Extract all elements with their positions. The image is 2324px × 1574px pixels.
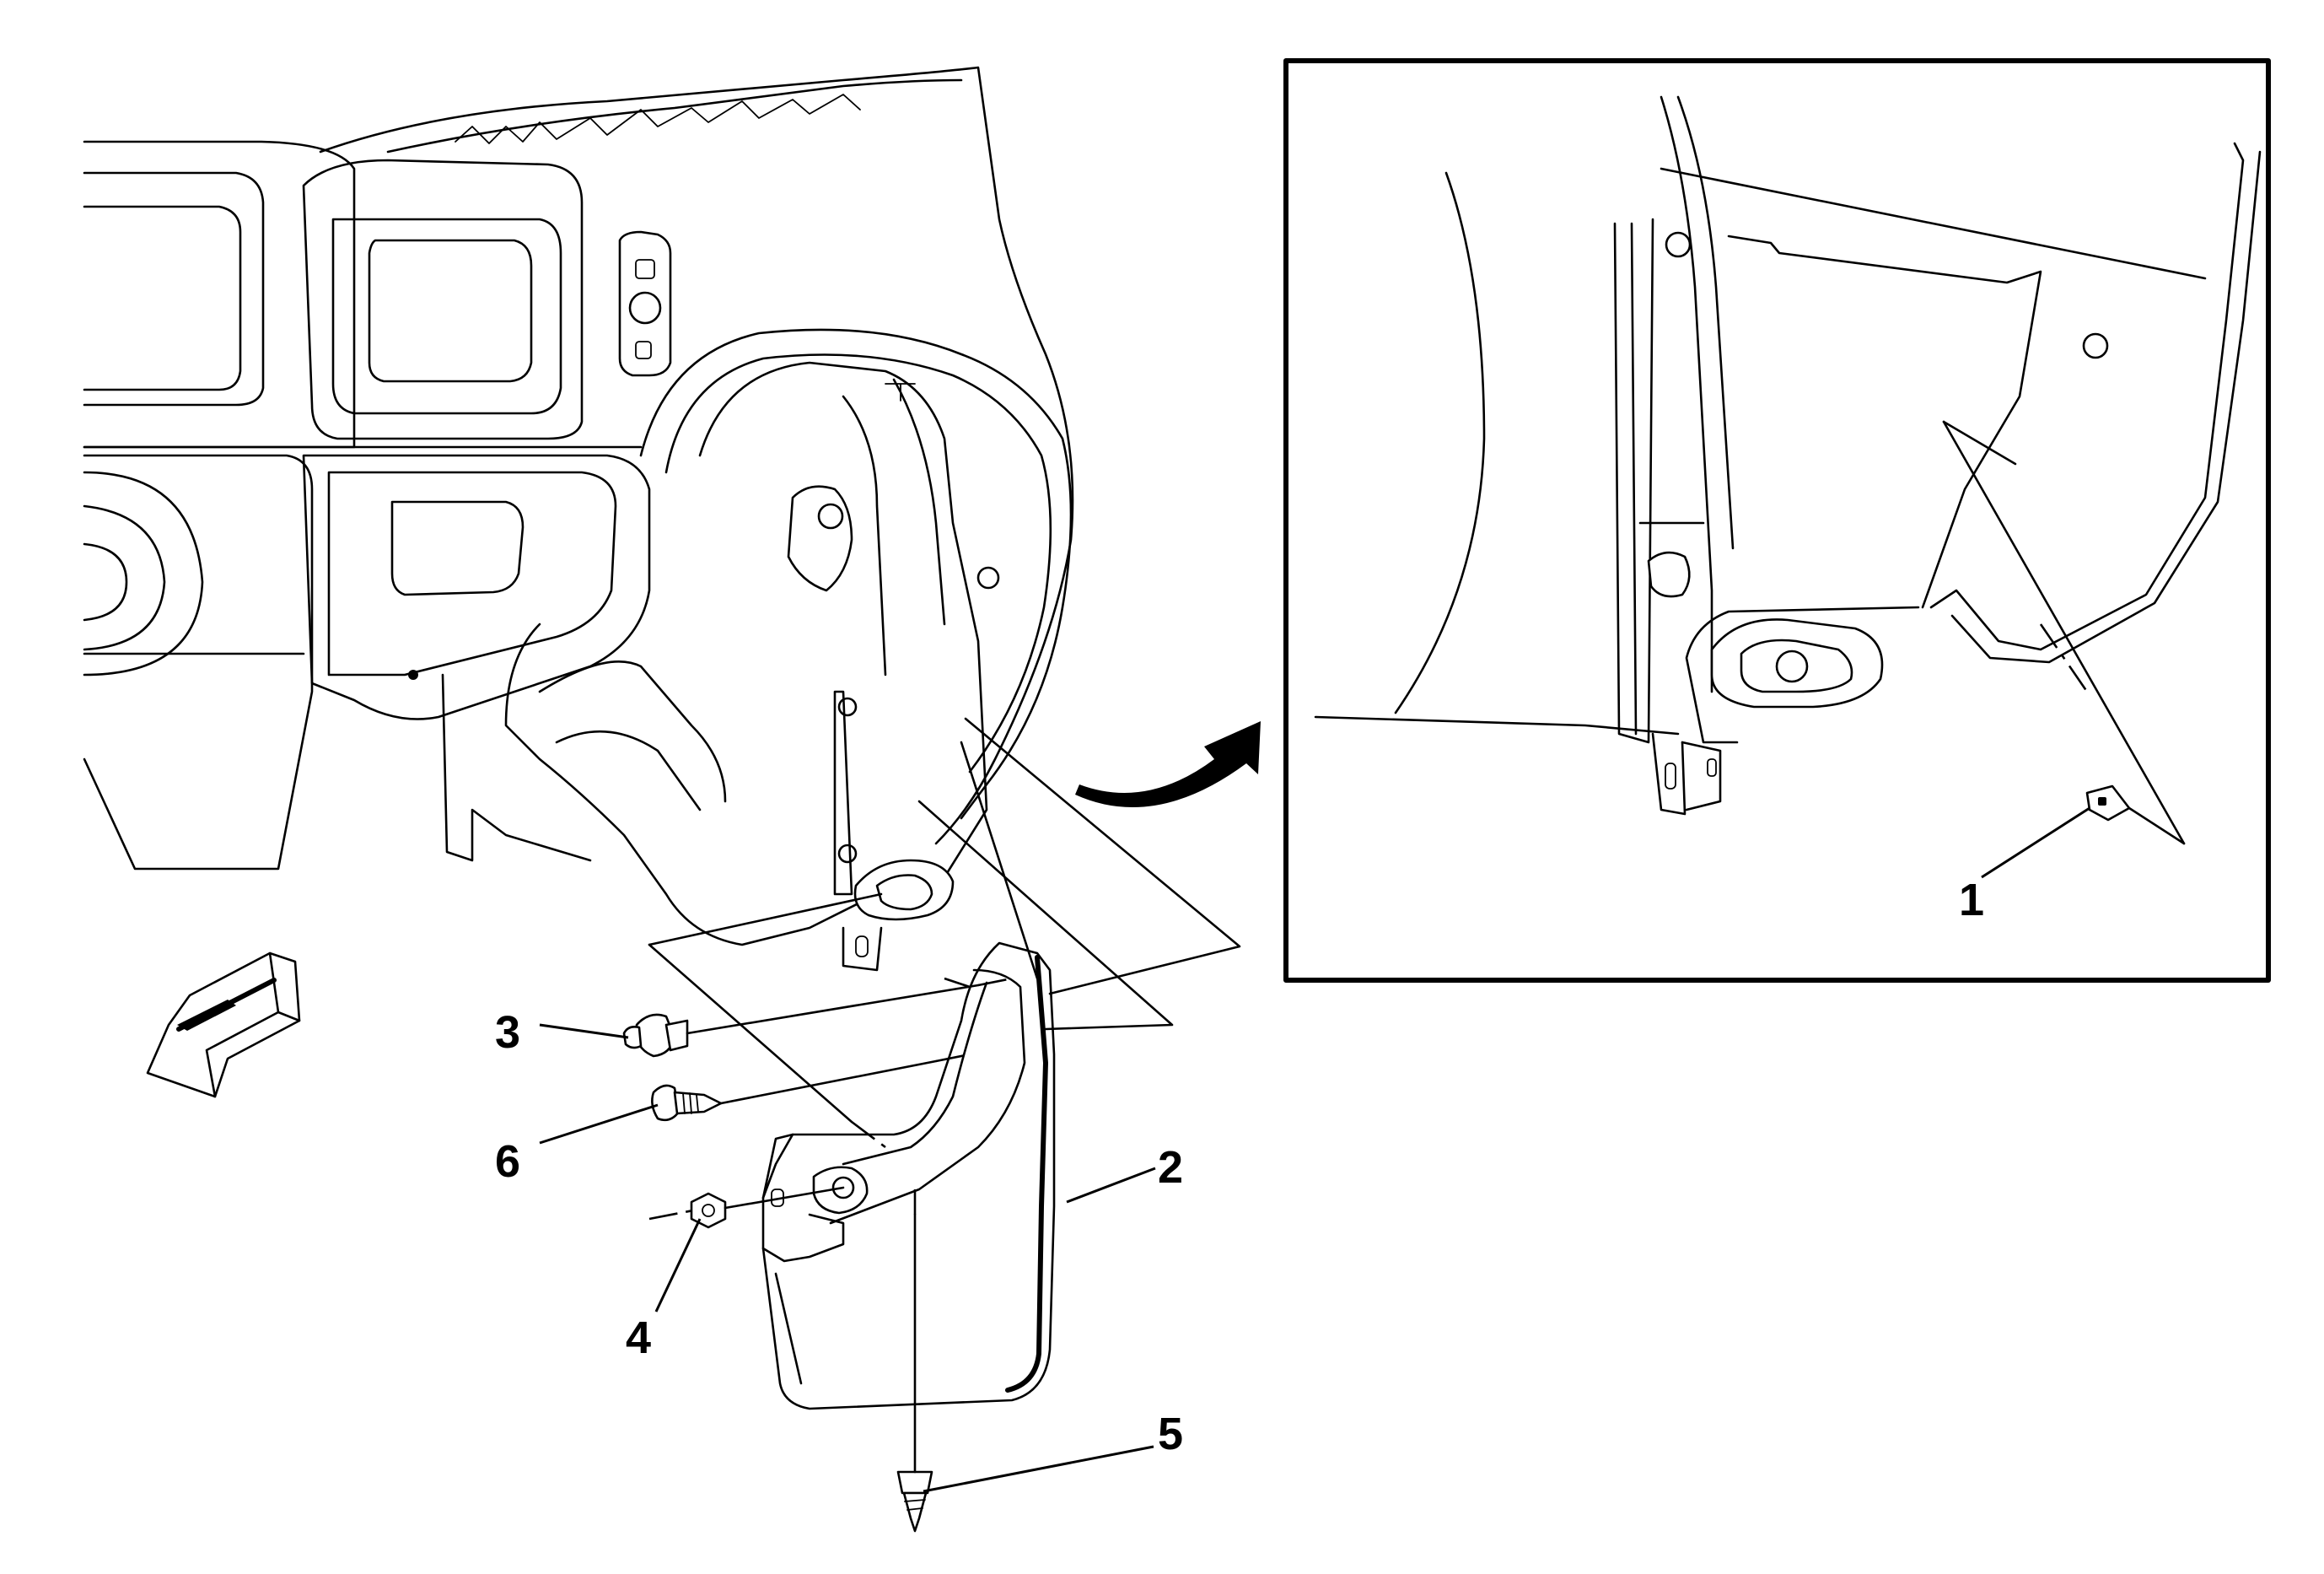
callout-4: 4: [626, 1313, 651, 1363]
callout-labels: 1 2 3 4 5 6: [495, 875, 1984, 1459]
detail-inset: [1283, 58, 2271, 983]
callout-2: 2: [1158, 1142, 1183, 1193]
forward-direction-arrow-icon: [146, 951, 301, 1098]
detail-view-arrow-icon: [1075, 721, 1261, 808]
front-fascia-illustration: [83, 66, 1074, 972]
push-pin-retainer: [622, 1013, 689, 1058]
callout-5: 5: [1158, 1409, 1183, 1459]
screw-lower: [896, 1470, 933, 1533]
mud-flap: [761, 941, 1056, 1410]
callout-1: 1: [1959, 875, 1984, 925]
nut: [690, 1192, 727, 1229]
callout-leaders: [539, 806, 2090, 1493]
callout-6: 6: [495, 1136, 520, 1187]
alignment-lines: [648, 717, 1241, 1474]
screw-upper: [651, 1084, 723, 1122]
callout-3: 3: [495, 1007, 520, 1058]
